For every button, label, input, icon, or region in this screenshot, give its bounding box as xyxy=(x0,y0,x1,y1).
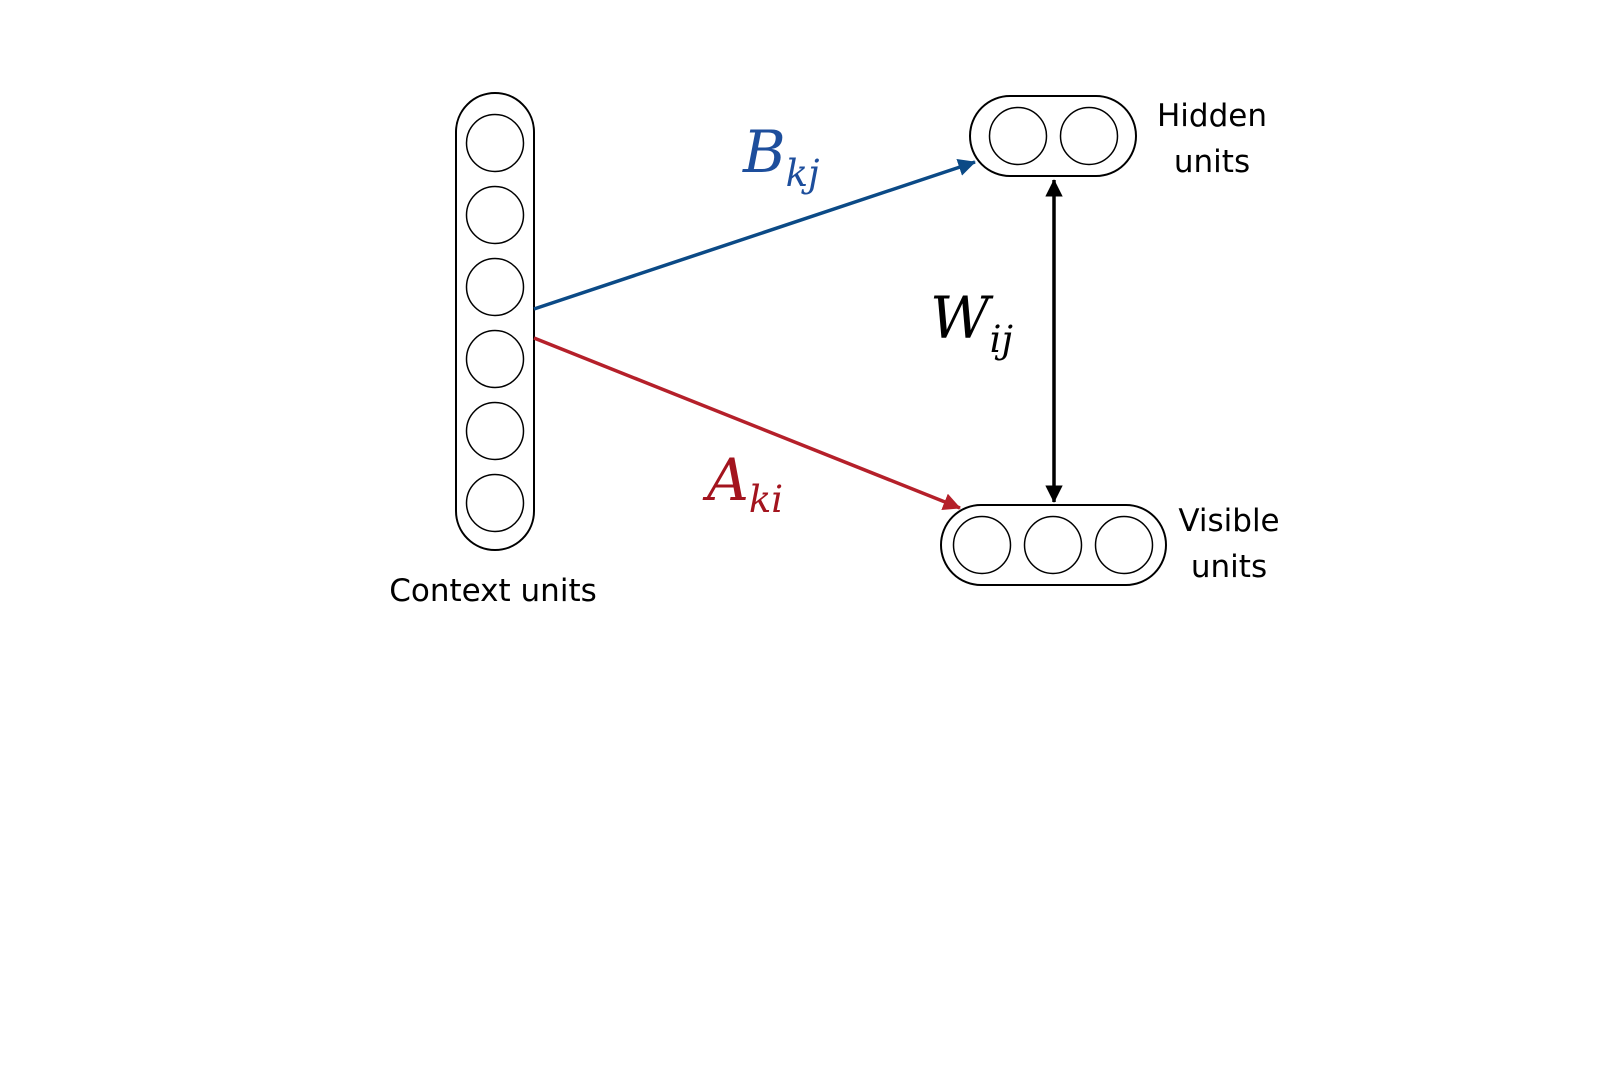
visible-unit-node xyxy=(952,515,1012,575)
hidden-unit-nodes xyxy=(988,106,1119,166)
visible-units-label-line2: units xyxy=(1191,549,1267,585)
w-weight-label: Wij xyxy=(930,284,1013,361)
a-weight-arrow xyxy=(533,336,961,510)
hidden-units-label-line1: Hidden xyxy=(1157,98,1267,134)
visible-unit-node xyxy=(1023,515,1083,575)
context-unit-node xyxy=(465,185,525,245)
b-weight-label: Bkj xyxy=(742,118,820,195)
hidden-unit-node xyxy=(1059,106,1119,166)
context-unit-node xyxy=(465,257,525,317)
context-unit-node xyxy=(465,113,525,173)
visible-units-label-line1: Visible xyxy=(1178,503,1279,539)
context-units-label: Context units xyxy=(389,573,597,609)
context-unit-nodes xyxy=(465,113,525,533)
context-units-layer xyxy=(455,92,535,551)
hidden-units-layer xyxy=(969,95,1137,177)
b-weight-arrow xyxy=(533,158,976,311)
context-unit-node xyxy=(465,401,525,461)
hidden-units-label-line2: units xyxy=(1174,144,1250,180)
hidden-unit-node xyxy=(988,106,1048,166)
visible-unit-node xyxy=(1094,515,1154,575)
visible-unit-nodes xyxy=(952,515,1154,575)
context-unit-node xyxy=(465,473,525,533)
context-unit-node xyxy=(465,329,525,389)
a-weight-label: Aki xyxy=(702,446,783,521)
visible-units-layer xyxy=(940,504,1167,586)
